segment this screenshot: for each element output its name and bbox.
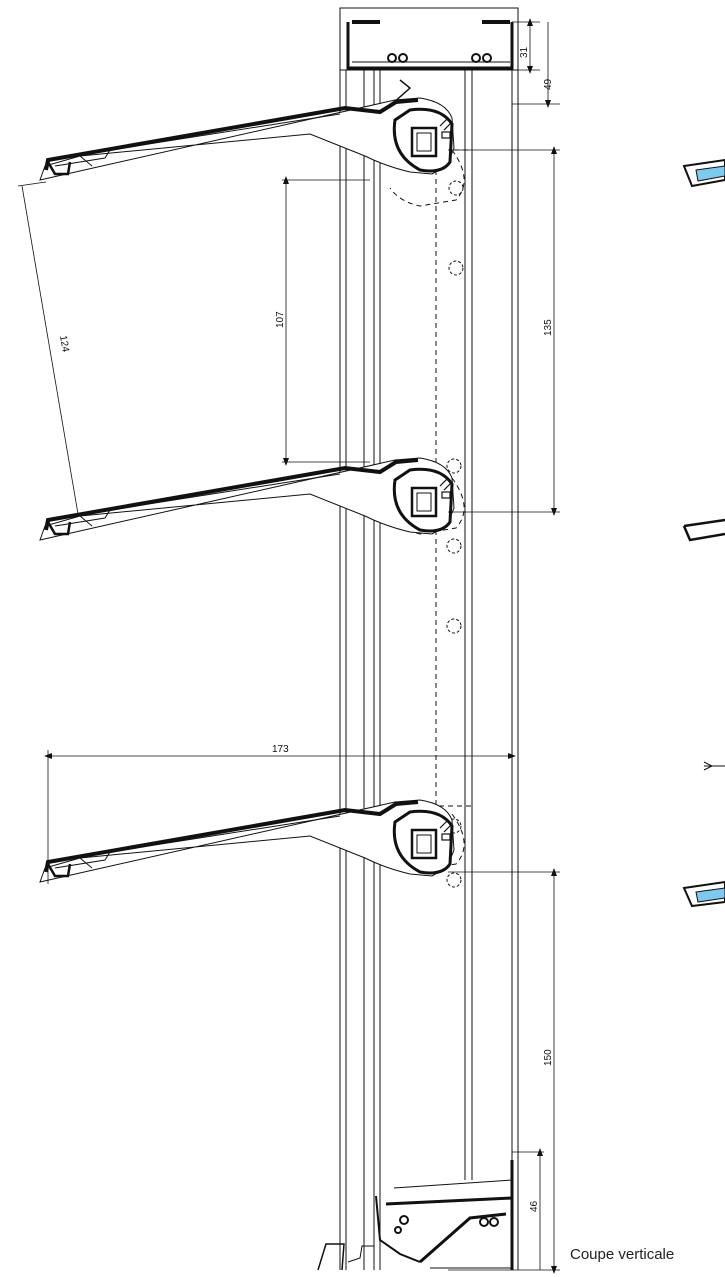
drawing-caption: Coupe verticale	[570, 1246, 675, 1263]
dim-107: 107	[275, 311, 286, 328]
dimension-arrows	[44, 18, 557, 1274]
blade-top	[38, 96, 456, 182]
dim-49: 49	[543, 78, 554, 90]
dim-46: 46	[529, 1200, 540, 1212]
dim-150: 150	[543, 1049, 554, 1066]
bottom-sill-profile	[317, 1160, 514, 1271]
dim-31: 31	[519, 46, 530, 58]
dimension-lines	[17, 21, 560, 1271]
blade-middle	[38, 456, 456, 542]
frame-mullion	[339, 8, 519, 1270]
dim-124: 124	[57, 335, 71, 354]
pivot-circles	[446, 180, 464, 888]
top-head-profile	[339, 7, 519, 105]
dim-135: 135	[543, 319, 554, 336]
right-partial-view	[682, 158, 725, 908]
dim-173: 173	[272, 744, 289, 755]
blade-bottom	[38, 798, 456, 884]
